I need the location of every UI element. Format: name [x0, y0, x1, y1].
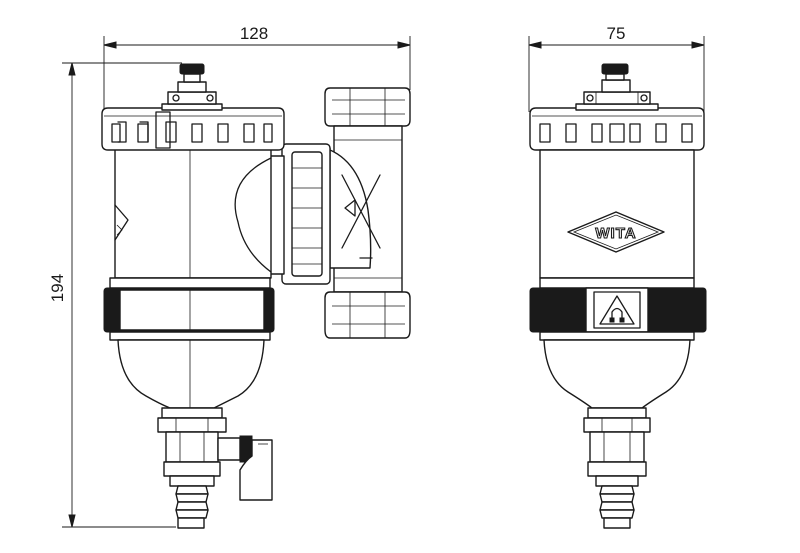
air-vent-side — [161, 63, 223, 111]
side-view — [101, 63, 411, 529]
wita-logo-text: WITA — [595, 225, 636, 242]
top-cap-side — [101, 107, 285, 151]
dimension-height: 194 — [48, 62, 182, 528]
dimension-label-75: 75 — [607, 24, 626, 43]
bowl-side — [117, 339, 265, 409]
dimension-width-side: 128 — [103, 24, 411, 112]
drain-valve-side — [157, 407, 273, 529]
pipe-fitting — [324, 87, 411, 339]
air-vent-front — [575, 63, 659, 111]
dimension-width-front: 75 — [528, 24, 705, 112]
magnet-band-front — [529, 277, 707, 341]
dimension-label-194: 194 — [48, 274, 67, 302]
magnet-warning-icon — [593, 291, 641, 329]
dimension-label-128: 128 — [240, 24, 268, 43]
filter-body-front: WITA — [539, 149, 695, 279]
front-view: WITA — [529, 63, 707, 529]
drain-front — [583, 407, 651, 529]
bowl-front — [543, 339, 691, 409]
filter-body-side — [114, 147, 272, 279]
union-nut — [269, 143, 331, 285]
top-cap-front — [529, 107, 705, 151]
wita-logo-diamond — [567, 211, 665, 253]
magnet-band-side — [103, 277, 275, 341]
